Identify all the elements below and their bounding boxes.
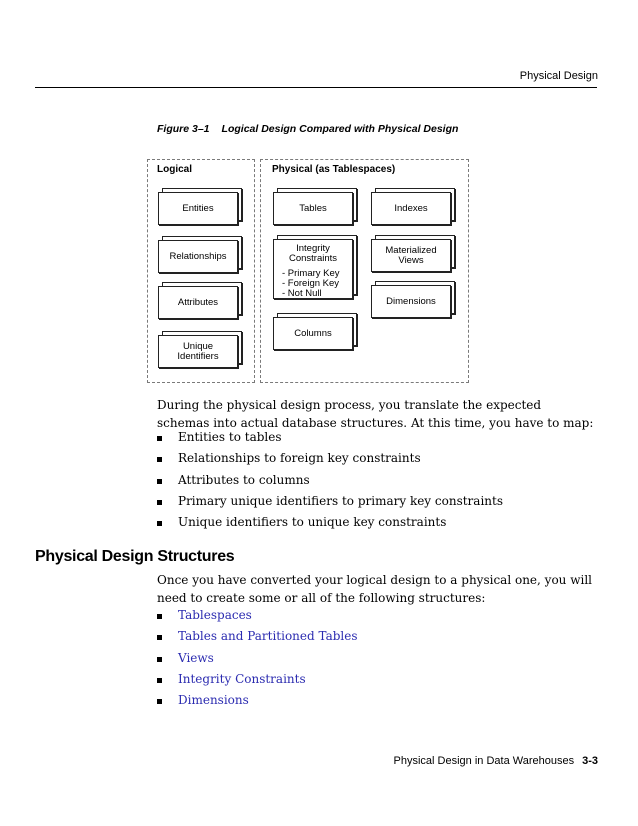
section-paragraph: Once you have converted your logical des… [157, 573, 592, 605]
integrity-constraints-link[interactable]: Integrity Constraints [178, 671, 306, 686]
tables-partitioned-tables-link[interactable]: Tables and Partitioned Tables [178, 629, 358, 644]
bullet-icon [157, 656, 162, 662]
list-item: Relationships to foreign key constraints [157, 448, 503, 469]
list-item: Unique identifiers to unique key constra… [157, 512, 503, 533]
bullet-icon [157, 436, 162, 441]
page-footer: Physical Design in Data Warehouses 3-3 [394, 755, 598, 767]
views-link[interactable]: Views [178, 650, 214, 665]
physical-group-title: Physical (as Tablespaces) [272, 164, 396, 175]
attributes-node: Attributes [158, 282, 242, 319]
list-item: Views [157, 648, 358, 669]
tables-node: Tables [273, 188, 357, 225]
bullet-icon [157, 499, 162, 505]
constraint-not-null: - Not Null [282, 288, 322, 299]
logical-group-box [147, 159, 255, 383]
columns-node: Columns [273, 313, 357, 350]
list-item: Tables and Partitioned Tables [157, 626, 358, 647]
footer-title: Physical Design in Data Warehouses [393, 755, 575, 767]
bullet-icon [157, 478, 162, 484]
figure-caption: Figure 3–1 Logical Design Compared with P… [157, 123, 458, 135]
indexes-node: Indexes [371, 188, 455, 225]
integrity-constraints-node: Integrity Constraints - Primary Key - Fo… [273, 235, 357, 299]
bullet-icon [157, 699, 162, 705]
bullet-icon [157, 457, 162, 463]
list-item: Tablespaces [157, 605, 358, 626]
dimensions-node: Dimensions [371, 281, 455, 318]
mapping-list: Entities to tables Relationships to fore… [157, 427, 503, 533]
tablespaces-link[interactable]: Tablespaces [178, 608, 252, 622]
header-rule [35, 87, 597, 88]
logical-physical-diagram: Logical Physical (as Tablespaces) Entiti… [145, 157, 475, 387]
list-item: Attributes to columns [157, 470, 503, 491]
entities-node: Entities [158, 188, 242, 225]
structures-link-list: Tablespaces Tables and Partitioned Table… [157, 605, 358, 711]
constraint-primary-key: - Primary Key [282, 268, 340, 279]
list-item: Entities to tables [157, 427, 503, 448]
running-head: Physical Design [519, 70, 598, 82]
physical-group-box [260, 159, 469, 383]
bullet-icon [157, 521, 162, 527]
unique-identifiers-node: Unique Identifiers [158, 331, 242, 368]
section-title: Physical Design Structures [35, 548, 235, 565]
bullet-icon [157, 614, 162, 619]
materialized-views-node: Materialized Views [371, 235, 455, 272]
dimensions-link[interactable]: Dimensions [178, 693, 249, 708]
figure-title: Logical Design Compared with Physical De… [221, 123, 459, 135]
list-item: Integrity Constraints [157, 669, 358, 690]
list-item: Primary unique identifiers to primary ke… [157, 491, 503, 512]
list-item: Dimensions [157, 690, 358, 711]
relationships-node: Relationships [158, 236, 242, 273]
integrity-constraints-label: Integrity Constraints [288, 243, 338, 264]
constraint-foreign-key: - Foreign Key [282, 278, 340, 289]
constraint-list: - Primary Key - Foreign Key - Not Null [276, 269, 350, 299]
bullet-icon [157, 635, 162, 641]
logical-group-title: Logical [157, 164, 193, 175]
figure-number: Figure 3–1 [157, 123, 210, 135]
bullet-icon [157, 677, 162, 683]
page-number: 3-3 [582, 755, 598, 767]
intro-paragraph: During the physical design process, you … [157, 398, 594, 430]
